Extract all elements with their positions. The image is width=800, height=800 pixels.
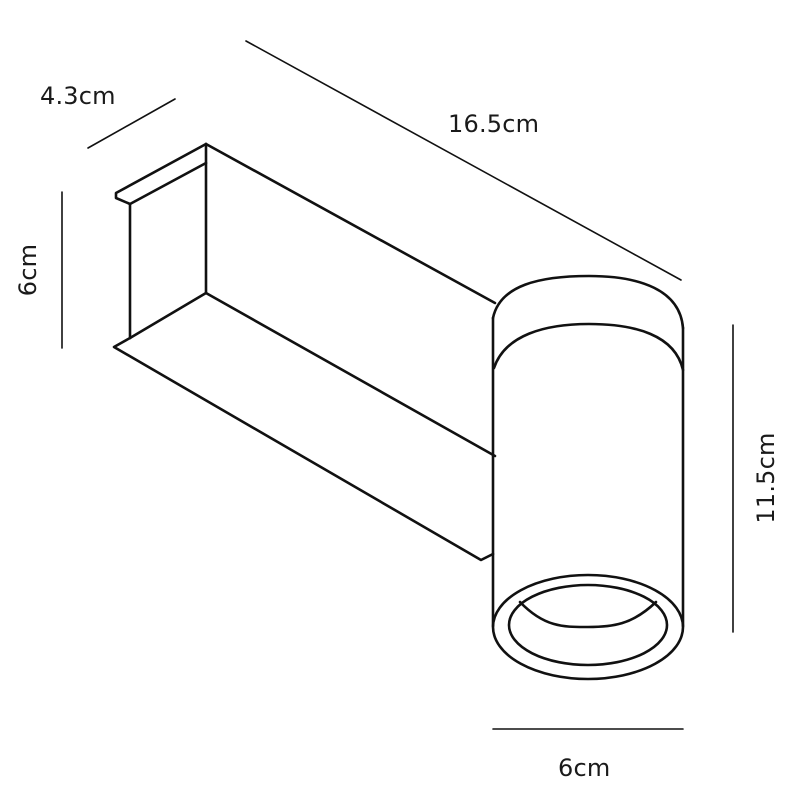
- length-dimension-line: [246, 41, 681, 280]
- spotlight-head: [493, 276, 683, 679]
- base-plate: [114, 338, 493, 560]
- dimension-lines: [62, 41, 733, 729]
- lens-recess: [520, 602, 656, 627]
- head-inner-rim: [509, 585, 667, 665]
- inner-floor-edge: [130, 293, 495, 456]
- head-height-label: 11.5cm: [752, 432, 780, 524]
- top-lip: [116, 144, 206, 204]
- top-long-edge: [206, 144, 495, 303]
- depth-dimension-line: [88, 99, 175, 148]
- track-height-label: 6cm: [14, 243, 42, 297]
- head-diameter-label: 6cm: [558, 754, 611, 782]
- head-outer-rim: [493, 575, 683, 679]
- head-top-cap: [493, 276, 683, 328]
- length-label: 16.5cm: [448, 110, 540, 138]
- track-adapter: [114, 144, 495, 560]
- depth-label: 4.3cm: [40, 82, 116, 110]
- head-band: [494, 324, 683, 370]
